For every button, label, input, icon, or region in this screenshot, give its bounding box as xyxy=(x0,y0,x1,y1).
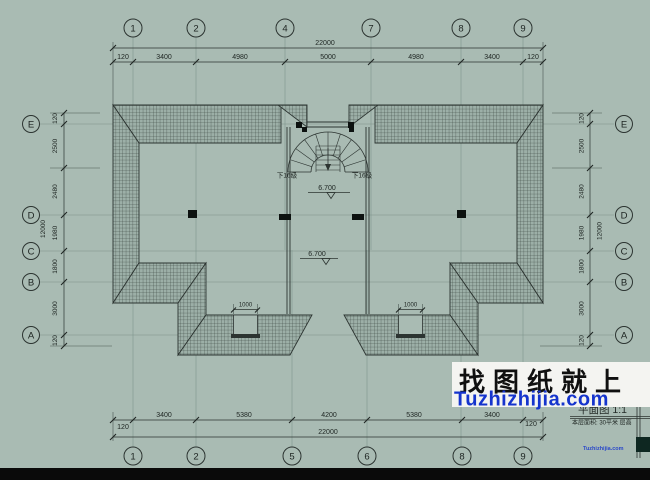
svg-text:8: 8 xyxy=(459,452,464,463)
title-info-line: 本层面积: 30平米 层高 xyxy=(572,419,632,427)
svg-text:1800: 1800 xyxy=(52,259,59,274)
svg-text:E: E xyxy=(28,120,34,131)
svg-text:下16级: 下16级 xyxy=(352,171,373,180)
roof-top-band-right xyxy=(374,104,544,144)
svg-text:120: 120 xyxy=(52,113,59,124)
svg-text:5380: 5380 xyxy=(236,412,252,419)
svg-text:1: 1 xyxy=(130,452,135,463)
svg-text:5380: 5380 xyxy=(406,412,422,419)
grid-bubbles-bottom xyxy=(123,446,533,466)
bottom-bar xyxy=(0,468,650,480)
extension-lines xyxy=(50,42,602,441)
svg-text:120: 120 xyxy=(579,113,586,124)
svg-text:3400: 3400 xyxy=(156,412,172,419)
stair-bay-walls xyxy=(286,121,370,314)
svg-text:B: B xyxy=(28,278,34,289)
svg-text:下16级: 下16级 xyxy=(277,171,298,180)
roof-top-band-left xyxy=(112,104,282,144)
title-block-dark-box xyxy=(636,437,650,452)
grid-bubble-labels-bottom: 1 2 5 6 8 9 xyxy=(130,452,525,463)
svg-text:3000: 3000 xyxy=(579,301,586,316)
svg-text:1000: 1000 xyxy=(404,303,418,309)
svg-text:1800: 1800 xyxy=(579,259,586,274)
svg-text:2: 2 xyxy=(193,452,198,463)
svg-text:3400: 3400 xyxy=(484,54,500,61)
grid-bubbles-left xyxy=(22,115,40,344)
svg-text:A: A xyxy=(621,331,628,342)
roof-hip-triangle-left xyxy=(276,104,308,128)
svg-text:2480: 2480 xyxy=(579,184,586,199)
svg-text:1000: 1000 xyxy=(239,303,253,309)
svg-text:1980: 1980 xyxy=(579,225,586,240)
dim-labels-chimney: 1000 1000 xyxy=(239,303,418,309)
svg-text:2: 2 xyxy=(193,24,198,35)
svg-text:4980: 4980 xyxy=(408,54,424,61)
dimension-lines xyxy=(63,47,591,438)
svg-text:2500: 2500 xyxy=(52,138,59,153)
svg-text:2500: 2500 xyxy=(579,138,586,153)
watermark-small: Tuzhizhijia.com xyxy=(583,446,624,452)
elevation-marks: 6.700 6.700 xyxy=(300,185,350,266)
staircase xyxy=(287,131,369,173)
watermark-cn: 找图纸就上 xyxy=(459,367,629,397)
dim-labels-top: 22000 120 3400 4980 5000 4980 3400 120 xyxy=(117,40,539,61)
dimension-ticks xyxy=(60,44,594,441)
svg-text:C: C xyxy=(621,247,628,258)
column-marks xyxy=(188,122,466,220)
svg-text:1: 1 xyxy=(130,24,135,35)
stair-notes: 下16级 下16级 xyxy=(277,171,373,180)
grid-bubble-labels-top: 1 2 4 7 8 9 xyxy=(130,24,525,35)
svg-text:7: 7 xyxy=(368,24,373,35)
chimney-notches xyxy=(231,314,425,338)
svg-text:9: 9 xyxy=(520,24,525,35)
watermark-box xyxy=(452,362,650,407)
watermark: 找图纸就上 Tuzhizhijia.com Tuzhizhijia.com xyxy=(452,362,650,452)
grid-bubble-labels-right: E D C B A xyxy=(621,120,628,342)
svg-text:120: 120 xyxy=(52,335,59,346)
svg-text:120: 120 xyxy=(117,54,129,61)
dim-labels-right: 120 2500 2480 1980 1800 3000 120 12000 xyxy=(579,113,604,346)
dim-total-right: 12000 xyxy=(597,222,604,240)
svg-text:4: 4 xyxy=(282,24,287,35)
svg-text:3000: 3000 xyxy=(52,301,59,316)
svg-text:120: 120 xyxy=(527,54,539,61)
svg-text:6.700: 6.700 xyxy=(308,251,326,258)
svg-text:D: D xyxy=(621,211,628,222)
watermark-url: Tuzhizhijia.com xyxy=(454,389,609,411)
svg-text:120: 120 xyxy=(117,424,129,431)
grid-bubbles-top xyxy=(123,18,533,38)
svg-text:2480: 2480 xyxy=(52,184,59,199)
dim-labels-left: 120 2500 2480 1980 1800 3000 120 12000 xyxy=(40,113,59,346)
grid-bubble-labels-left: E D C B A xyxy=(28,120,35,342)
svg-text:5000: 5000 xyxy=(320,54,336,61)
svg-text:A: A xyxy=(28,331,35,342)
dim-total-top: 22000 xyxy=(315,40,335,47)
svg-text:C: C xyxy=(28,247,35,258)
svg-text:5: 5 xyxy=(289,452,294,463)
svg-text:D: D xyxy=(28,211,35,222)
svg-text:6.700: 6.700 xyxy=(318,185,336,192)
svg-text:3400: 3400 xyxy=(156,54,172,61)
svg-text:9: 9 xyxy=(520,452,525,463)
roof-hip-triangle-right xyxy=(348,104,380,128)
dim-total-left: 12000 xyxy=(40,220,47,238)
svg-text:B: B xyxy=(621,278,627,289)
svg-text:8: 8 xyxy=(458,24,463,35)
dim-labels-bottom: 120 3400 5380 4200 5380 3400 120 22000 xyxy=(117,412,537,436)
svg-text:6: 6 xyxy=(364,452,369,463)
svg-text:4200: 4200 xyxy=(321,412,337,419)
svg-text:120: 120 xyxy=(579,335,586,346)
dim-total-bottom: 22000 xyxy=(318,429,338,436)
svg-text:3400: 3400 xyxy=(484,412,500,419)
svg-text:4980: 4980 xyxy=(232,54,248,61)
svg-text:E: E xyxy=(621,120,627,131)
grid-bubbles-right xyxy=(615,115,633,344)
svg-text:120: 120 xyxy=(525,421,537,428)
svg-text:1980: 1980 xyxy=(52,225,59,240)
